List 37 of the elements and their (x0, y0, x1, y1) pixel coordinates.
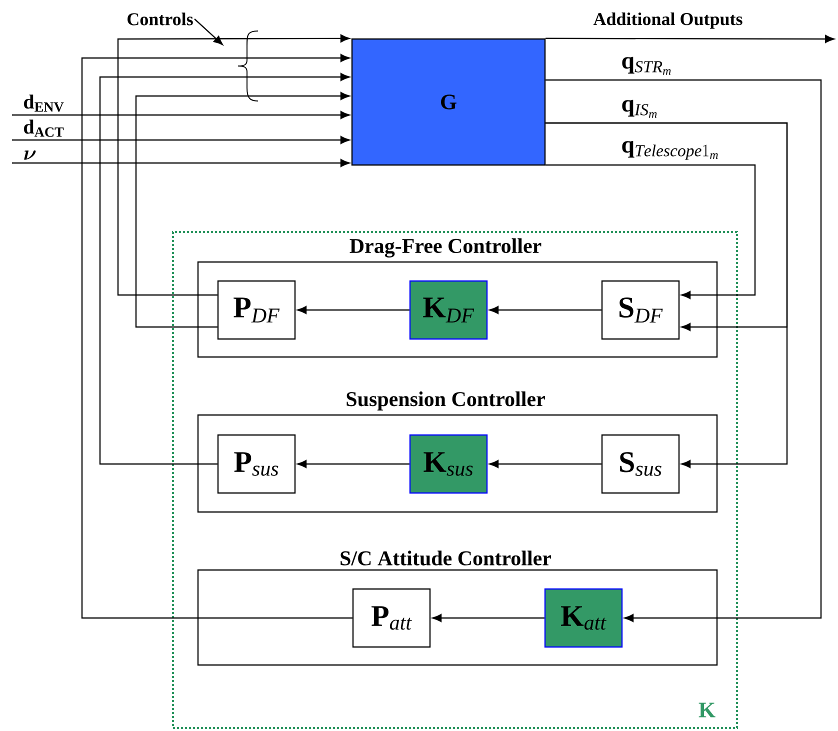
gain-box: $\mathbf{K}_{\mathit{sus}}$ (409, 434, 488, 494)
arrow (12, 111, 350, 119)
edge-label: Additional Outputs (593, 12, 742, 29)
block-box: $\mathbf{S}_{\mathit{sus}}$ (601, 434, 680, 494)
leader-arrow (194, 18, 223, 46)
node-label: Suspension Controller (346, 391, 545, 410)
edge-label: $\mathbf{q}_{\mathit{STR}_{\mathit{m}}}$ (622, 56, 671, 75)
gain-box: $\mathbf{K}_{\mathit{att}}$ (544, 588, 623, 648)
arrow (546, 122, 788, 468)
edge-label: $\mathbf{q}_{\mathit{IS}_{\mathit{m}}}$ (622, 100, 657, 118)
annotation-text: Controls (128, 12, 193, 26)
arrow (81, 54, 352, 619)
arrow (99, 73, 350, 465)
arrow (546, 34, 834, 43)
block-box: $\mathbf{P}_{\mathit{att}}$ (352, 588, 431, 648)
edge-label: $\mathbf{d}_{\mathbf{ENV}}$ (24, 94, 64, 112)
plant-box: G (351, 38, 546, 166)
arrow (117, 34, 350, 296)
edge-label: $\boldsymbol{\nu}$ (24, 150, 36, 160)
arrow (546, 164, 756, 300)
arrow (135, 92, 350, 328)
block-box: $\mathbf{P}_{\mathit{DF}}$ (217, 280, 296, 340)
arrow (297, 460, 410, 468)
node-label: S/C Attitude Controller (340, 550, 552, 566)
arrow (12, 159, 350, 167)
block-box: $\mathbf{P}_{\mathit{sus}}$ (217, 434, 296, 494)
arrow (489, 460, 602, 468)
arrow (432, 614, 544, 622)
edge-label: $\mathbf{d}_{\mathbf{ACT}}$ (24, 120, 64, 137)
arrow (297, 306, 410, 314)
edge-label: $\mathbf{q}_{\mathit{Telescope}1_{\mathit{m}}}$ (622, 140, 718, 160)
arrow (489, 306, 602, 314)
arrow (546, 79, 822, 622)
block-box: $\mathbf{S}_{\mathit{DF}}$ (601, 280, 680, 340)
node-label: Drag-Free Controller (350, 238, 542, 258)
gain-box: $\mathbf{K}_{\mathit{DF}}$ (409, 280, 488, 340)
arrow (12, 136, 350, 144)
